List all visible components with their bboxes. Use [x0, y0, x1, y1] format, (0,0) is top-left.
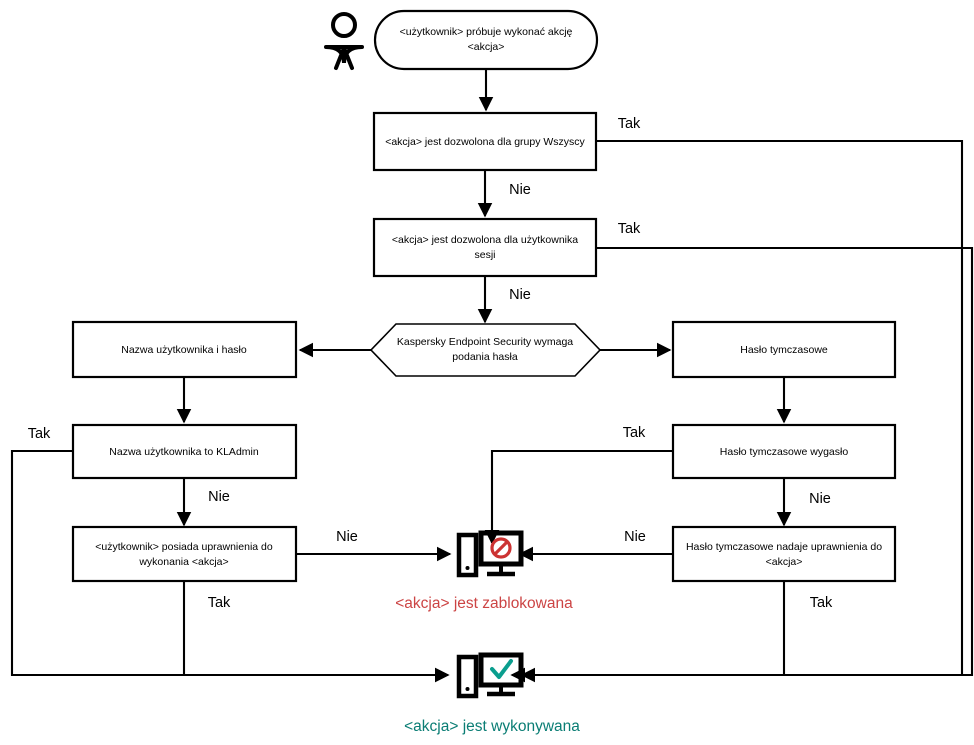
decision-allowed-session-label-line1: <akcja> jest dozwolona dla użytkownika [392, 234, 578, 246]
edge-label-rights-yes: Tak [208, 595, 231, 611]
decision-user-has-rights-label-line2: wykonania <akcja> [138, 556, 228, 568]
edge-label-kladmin-yes: Tak [28, 426, 51, 442]
decision-temp-grants-rights-label-line2: <akcja> [766, 556, 803, 568]
edge-label-kladmin-no: Nie [208, 489, 230, 505]
caption-blocked: <akcja> jest zablokowana [395, 595, 573, 612]
decision-requires-password-label-line1: Kaspersky Endpoint Security wymaga [397, 336, 573, 348]
decision-allowed-session [372, 217, 598, 278]
decision-allowed-group [372, 111, 598, 172]
caption-allowed: <akcja> jest wykonywana [404, 718, 580, 735]
node-username-password [71, 320, 298, 379]
decision-user-has-rights [71, 525, 298, 583]
edge-label-grants-no: Nie [624, 529, 646, 545]
decision-allowed-session-label-line2: sesji [474, 249, 495, 261]
edge-label-session-yes: Tak [618, 221, 641, 237]
edge-rights-yes-to-allowed [182, 581, 450, 683]
edge-label-rights-no: Nie [336, 529, 358, 545]
start-node-label-line1: <użytkownik> próbuje wykonać akcję [400, 26, 573, 38]
edge-label-grants-yes: Tak [810, 595, 833, 611]
start-node-label-line2: <akcja> [468, 41, 505, 53]
edge-label-group-yes: Tak [618, 116, 641, 132]
node-temp-password-label: Hasło tymczasowe [740, 344, 828, 356]
decision-temp-grants-rights-label-line1: Hasło tymczasowe nadaje uprawnienia do [686, 541, 882, 553]
edge-label-expired-no: Nie [809, 491, 831, 507]
edge-grants-yes-to-allowed [520, 581, 786, 683]
decision-temp-password-expired-label: Hasło tymczasowe wygasło [720, 446, 849, 458]
decision-temp-password-expired [671, 423, 897, 480]
computer-allowed-icon [456, 652, 524, 699]
edge-label-group-no: Nie [509, 182, 531, 198]
decision-username-kladmin-label: Nazwa użytkownika to KLAdmin [109, 446, 259, 458]
decision-temp-grants-rights [671, 525, 897, 583]
edge-expired-yes-to-blocked [484, 449, 673, 545]
decision-allowed-group-label: <akcja> jest dozwolona dla grupy Wszyscy [385, 136, 585, 148]
node-username-password-label: Nazwa użytkownika i hasło [121, 344, 247, 356]
decision-username-kladmin [71, 423, 298, 480]
edge-label-session-no: Nie [509, 287, 531, 303]
person-icon [324, 12, 364, 70]
decision-user-has-rights-label-line1: <użytkownik> posiada uprawnienia do [95, 541, 273, 553]
edge-label-expired-yes: Tak [623, 425, 646, 441]
computer-blocked-icon [456, 530, 524, 578]
decision-requires-password-label-line2: podania hasła [452, 351, 518, 363]
